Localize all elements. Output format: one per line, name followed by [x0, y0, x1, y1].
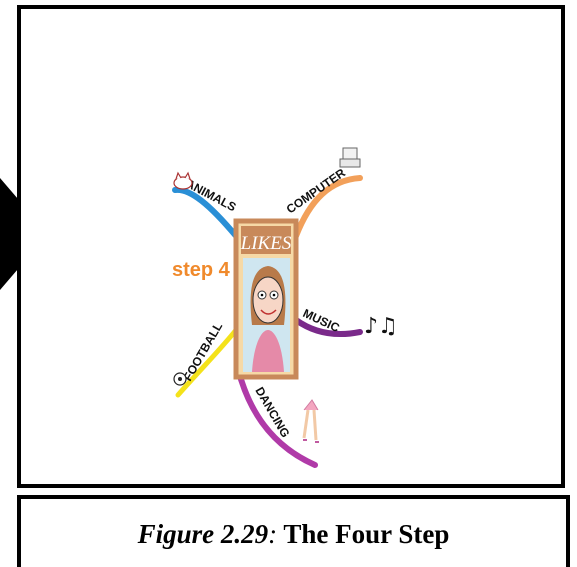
caption-separator: : — [268, 519, 278, 549]
dancing-legs-icon — [302, 399, 319, 443]
computer-branch — [293, 175, 363, 239]
computer-icon — [339, 147, 361, 168]
music-branch — [293, 317, 363, 338]
svg-text:♪♫: ♪♫ — [364, 314, 398, 339]
computer-label: COMPUTER — [284, 165, 349, 216]
figure-label: Figure 2.29 — [137, 519, 269, 549]
dancing-branch — [237, 373, 318, 468]
football-branch — [175, 327, 239, 398]
center-label: LIKES — [240, 233, 292, 254]
animals-branch — [172, 186, 239, 239]
caption-title: The Four Step — [283, 519, 450, 549]
cat-icon — [173, 171, 193, 190]
caption-box: Figure 2.29: The Four Step — [17, 495, 570, 567]
figure-caption: Figure 2.29: The Four Step — [21, 519, 566, 550]
girl-portrait-illustration — [250, 266, 286, 372]
music-notes-icon: ♪♫ — [364, 314, 398, 339]
step-label: step 4 — [172, 259, 231, 281]
football-icon — [173, 372, 187, 386]
